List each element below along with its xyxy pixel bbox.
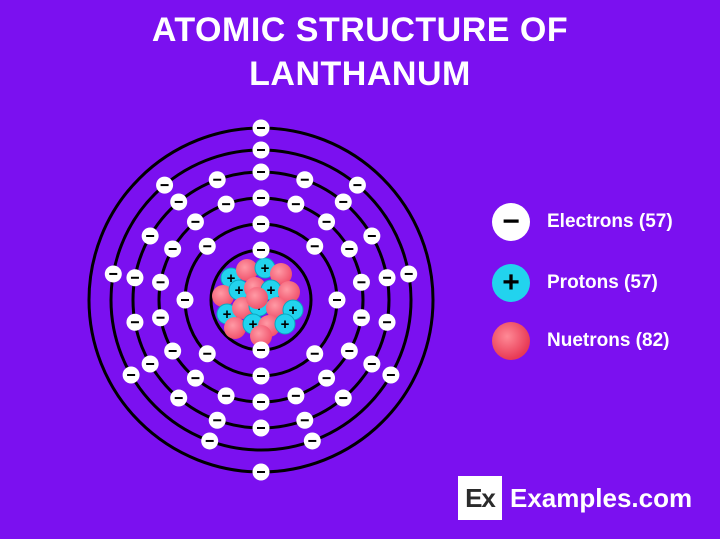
- proton-sign-15: +: [249, 316, 258, 333]
- proton-sign-9: +: [223, 306, 232, 323]
- neutron-8: [278, 281, 300, 303]
- legend-neutrons: Nuetrons (82): [492, 321, 669, 361]
- proton-sign-5: +: [235, 282, 244, 299]
- proton-sign-13: +: [289, 302, 298, 319]
- title-line-1: ATOMIC STRUCTURE OF: [151, 11, 569, 49]
- neutron-legend-icon: [492, 322, 530, 360]
- page-title: ATOMIC STRUCTURE OF LANTHANUM: [0, 8, 720, 96]
- legend-electrons: − Electrons (57): [492, 202, 673, 242]
- neutron-18: [246, 287, 268, 309]
- proton-sign-2: +: [261, 260, 270, 277]
- legend-electrons-label: Electrons (57): [547, 211, 673, 232]
- proton-sign-0: +: [227, 270, 236, 287]
- neutron-4: [212, 285, 234, 307]
- neutron-19: [250, 325, 272, 347]
- legend-neutrons-label: Nuetrons (82): [547, 330, 670, 351]
- proton-legend-icon: +: [492, 264, 530, 302]
- neutron-12: [266, 297, 288, 319]
- logo-mark: Ex: [458, 476, 502, 520]
- neutron-14: [224, 317, 246, 339]
- title-line-2: LANTHANUM: [249, 55, 471, 93]
- logo-site-name: Examples.com: [510, 482, 693, 513]
- proton-sign-17: +: [281, 316, 290, 333]
- legend-protons-label: Protons (57): [547, 272, 658, 293]
- electron-legend-icon: −: [492, 203, 530, 241]
- neutron-1: [236, 259, 258, 281]
- legend-protons: + Protons (57): [492, 263, 658, 303]
- proton-sign-7: +: [267, 282, 276, 299]
- neutron-3: [270, 263, 292, 285]
- proton-17: [274, 313, 296, 335]
- examples-logo[interactable]: Ex Examples.com: [458, 476, 692, 520]
